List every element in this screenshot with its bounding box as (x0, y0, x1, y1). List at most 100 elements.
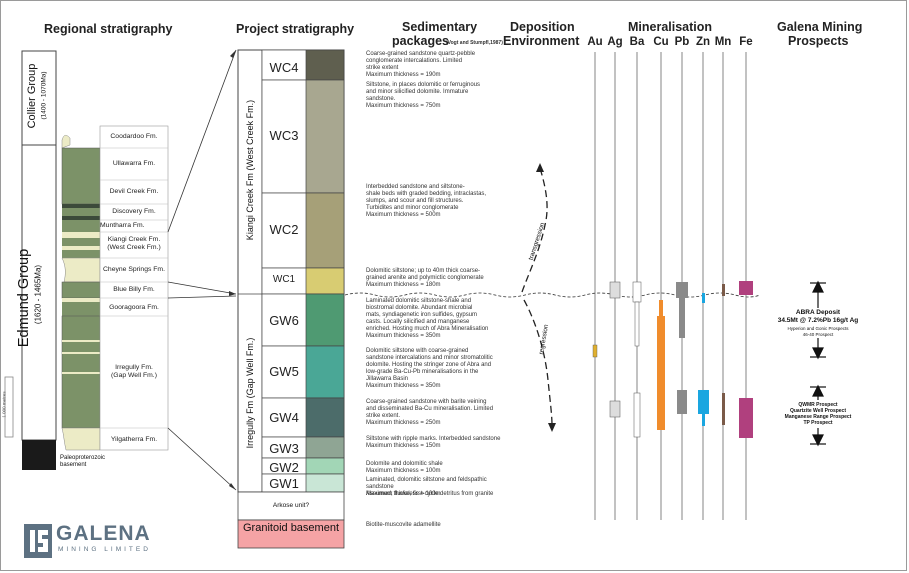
unit-colour-swatch (305, 49, 345, 81)
correlation-arrow-mid (229, 291, 236, 296)
correlation-arrow-bottom (229, 483, 236, 490)
package-description: Dolomite and dolomitic shale Maximum thi… (366, 461, 443, 474)
transgression-curve (521, 167, 548, 293)
correlation-line-mid-1 (167, 281, 237, 295)
collier-box (21, 50, 57, 146)
litho-irregully-band-1 (62, 340, 100, 342)
zn-bar-lower-2 (702, 414, 705, 426)
element-header-ag: Ag (607, 36, 623, 48)
unit-colour-swatch (305, 192, 345, 269)
unit-label: WC3 (269, 128, 299, 143)
element-header-au: Au (587, 36, 603, 48)
arkose-label: Arkose unit? (272, 502, 310, 509)
fe-bar-upper (739, 281, 753, 295)
pb-bar-upper-1 (676, 282, 688, 298)
litho-gooragoora (62, 302, 100, 316)
abra-title: ABRA Deposit (795, 309, 841, 316)
lower-prospect: Quartzite Well Prospect (789, 408, 847, 414)
litho-yilgatherra-pale (61, 427, 101, 451)
granitoid-box (237, 519, 345, 549)
formation-label: Irregully Fm. (Gap Well Fm.) (111, 364, 157, 379)
unit-label: GW3 (269, 441, 299, 456)
package-description: Coarse-grained sandstone with barite vei… (366, 399, 494, 426)
mn-bar-lower (722, 393, 725, 425)
package-description: Laminated, dolomitic siltstone and felds… (366, 477, 487, 497)
unit-label: WC1 (272, 274, 296, 285)
lower-prospect: TP Prospect (803, 420, 833, 426)
zn-bar-upper (702, 293, 705, 303)
package-description: Siltstone with ripple marks. Interbedded… (366, 436, 501, 449)
abra-sub-prospect: 46-40 Prospect (802, 332, 834, 337)
zn-bar-lower (698, 390, 709, 414)
fe-bar-lower (739, 398, 753, 438)
correlation-line-bottom (167, 427, 237, 491)
litho-green-5 (62, 250, 100, 258)
litho-irregully-band-3 (62, 372, 100, 374)
regional-header: Regional stratigraphy (44, 22, 173, 36)
sedimentary-ref: (Vogt and Stumpfl,1987) (446, 40, 503, 46)
unit-label: GW6 (269, 313, 299, 328)
litho-dark-band-2 (62, 216, 100, 220)
formation-label: Cheyne Springs Fm. (103, 266, 165, 273)
formation-label: Ullawarra Fm. (112, 160, 156, 167)
package-description: Dolomitic siltstone with coarse-grained … (366, 348, 493, 389)
package-description: Laminated dolomitic siltstone-shale and … (366, 298, 489, 339)
ba-bar-lower (633, 392, 641, 438)
litho-green-4 (62, 238, 100, 246)
litho-green-2 (62, 208, 100, 216)
formation-label: Yilgatherra Fm. (110, 436, 158, 443)
unit-label: WC2 (269, 222, 299, 237)
logo-name: GALENA (56, 522, 151, 545)
litho-irregully-band-2 (62, 352, 100, 354)
element-header-cu: Cu (653, 36, 669, 48)
regression-curve (523, 299, 553, 426)
unit-label: GW4 (269, 410, 299, 425)
au-bar (592, 344, 598, 358)
basement-block (22, 440, 56, 470)
litho-gooragoora-pale (62, 298, 100, 302)
environment-header: Environment (503, 34, 580, 48)
lower-prospect: Manganese Range Prospect (784, 414, 852, 420)
package-description: Siltstone, in places dolomitic or ferrug… (366, 82, 481, 109)
litho-dark-band-1 (62, 204, 100, 208)
formation-label: Blue Billy Fm. (113, 286, 155, 293)
litho-green-3 (62, 220, 100, 232)
formation-label: Coodardoo Fm. (110, 133, 158, 140)
sedimentary-header: Sedimentary (402, 20, 478, 34)
litho-pale-band (62, 232, 100, 238)
correlation-line-top (167, 49, 237, 233)
cu-bar-top (659, 300, 663, 316)
package-description: Dolomitic siltstone; up to 40m thick coa… (366, 268, 484, 288)
project-header: Project stratigraphy (236, 22, 355, 36)
litho-green-1 (61, 147, 101, 205)
package-description: Biotite-muscovite adamellite (366, 522, 441, 528)
galena-logo (24, 524, 52, 558)
litho-upper-pale (61, 135, 71, 149)
element-header-zn: Zn (695, 36, 711, 48)
granitoid-label: Granitoid basement (243, 522, 339, 534)
package-description: Interbedded sandstone and siltstone- sha… (366, 184, 487, 218)
packages-header: packages (392, 34, 449, 48)
unconformity-line (344, 292, 761, 298)
unit-label: GW2 (269, 460, 299, 475)
deposition-header: Deposition (510, 20, 575, 34)
formation-label: Gooragoora Fm. (109, 304, 159, 311)
edmund-box (21, 144, 57, 441)
ag-bar-lower (609, 400, 621, 418)
regression-arrow (548, 423, 556, 432)
unit-label: GW1 (269, 476, 299, 491)
logo-tagline: MINING LIMITED (58, 546, 151, 553)
pb-bar-lower (677, 390, 687, 414)
element-header-mn: Mn (714, 36, 732, 48)
unit-colour-swatch (305, 79, 345, 194)
formation-label: Kiangi Creek Fm. (West Creek Fm.) (107, 236, 161, 251)
ba-bar-upper-2 (634, 301, 640, 347)
cu-bar-main (657, 316, 665, 430)
unit-label: WC4 (269, 60, 299, 75)
mineralisation-header: Mineralisation (628, 20, 713, 34)
element-header-fe: Fe (739, 36, 753, 48)
litho-pale-band-2 (62, 246, 100, 250)
abra-sub-prospect: Hyperion and Gonic Prospects (787, 326, 849, 331)
basement-label: Paleoproterozoic basement (60, 455, 106, 468)
